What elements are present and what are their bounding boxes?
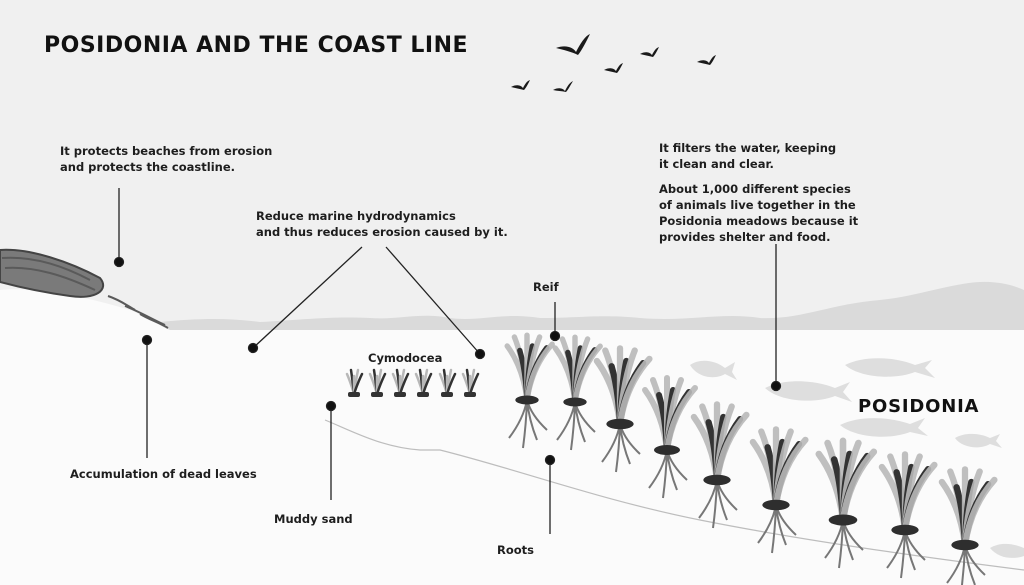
callout-dot	[141, 334, 153, 346]
seagrass-icon	[878, 451, 938, 579]
label-reif: Reif	[533, 280, 559, 294]
fish-school	[690, 358, 1024, 558]
seagrass-icon	[414, 368, 433, 397]
birds	[511, 34, 716, 92]
fish-icon	[990, 543, 1024, 558]
sky-background	[0, 0, 1024, 330]
callout-reduce-hydrodynamics: Reduce marine hydrodynamics and thus red…	[256, 208, 508, 240]
horizon-hills	[160, 281, 1024, 330]
bird-icon	[553, 81, 573, 92]
seagrass-icon	[749, 426, 809, 554]
bird-icon	[556, 34, 590, 55]
seagrass-icon	[504, 332, 555, 449]
callout-line: and thus reduces erosion caused by it.	[256, 225, 508, 239]
seagrass-icon	[642, 375, 698, 499]
callout-lines	[113, 188, 782, 534]
callout-species: About 1,000 different species of animals…	[659, 181, 858, 245]
callout-dot	[549, 330, 561, 342]
seagrass-icon	[552, 334, 603, 451]
bird-icon	[697, 55, 716, 65]
seabed-line	[324, 419, 1024, 571]
callout-line: of animals live together in the	[659, 198, 856, 212]
label-dead-leaves: Accumulation of dead leaves	[70, 467, 257, 481]
callout-dot	[770, 380, 782, 392]
callout-line: provides shelter and food.	[659, 230, 831, 244]
fish-icon	[955, 433, 1002, 448]
bird-icon	[511, 80, 530, 90]
seagrass-icon	[438, 368, 457, 397]
callout-dot	[247, 342, 259, 354]
callout-line: it clean and clear.	[659, 157, 774, 171]
seagrass-icon	[368, 368, 387, 397]
callout-line: Reduce marine hydrodynamics	[256, 209, 456, 223]
callout-dot	[474, 348, 486, 360]
callout-line: About 1,000 different species	[659, 182, 851, 196]
fish-icon	[840, 418, 928, 437]
seagrass-icon	[593, 345, 653, 473]
callout-dot	[544, 454, 556, 466]
label-posidonia: POSIDONIA	[858, 396, 980, 417]
callout-dot	[113, 256, 125, 268]
fish-icon	[845, 358, 935, 378]
callout-filters-water: It filters the water, keeping it clean a…	[659, 140, 836, 172]
seagrass-icon	[938, 466, 998, 585]
callout-line: It protects beaches from erosion	[60, 144, 273, 158]
page-title: POSIDONIA AND THE COAST LINE	[44, 33, 469, 58]
seagrass-icon	[690, 401, 750, 529]
bird-icon	[604, 63, 623, 73]
cymodocea-plants	[345, 368, 480, 397]
seagrass-icon	[345, 368, 364, 397]
seagrass-icon	[391, 368, 410, 397]
callout-line: and protects the coastline.	[60, 160, 235, 174]
fish-icon	[765, 381, 852, 402]
posidonia-plants	[504, 332, 998, 585]
seagrass-icon	[815, 437, 878, 569]
label-roots: Roots	[497, 543, 534, 557]
label-muddy-sand: Muddy sand	[274, 512, 353, 526]
bird-icon	[640, 47, 659, 57]
fish-icon	[690, 360, 737, 380]
callout-protects-beaches: It protects beaches from erosion and pro…	[60, 143, 272, 175]
callout-line: Posidonia meadows because it	[659, 214, 859, 228]
beach	[0, 289, 170, 330]
callout-dot	[325, 400, 337, 412]
label-cymodocea: Cymodocea	[368, 351, 443, 365]
seagrass-icon	[461, 368, 480, 397]
callout-line: It filters the water, keeping	[659, 141, 837, 155]
dead-leaves-pile	[0, 248, 169, 329]
